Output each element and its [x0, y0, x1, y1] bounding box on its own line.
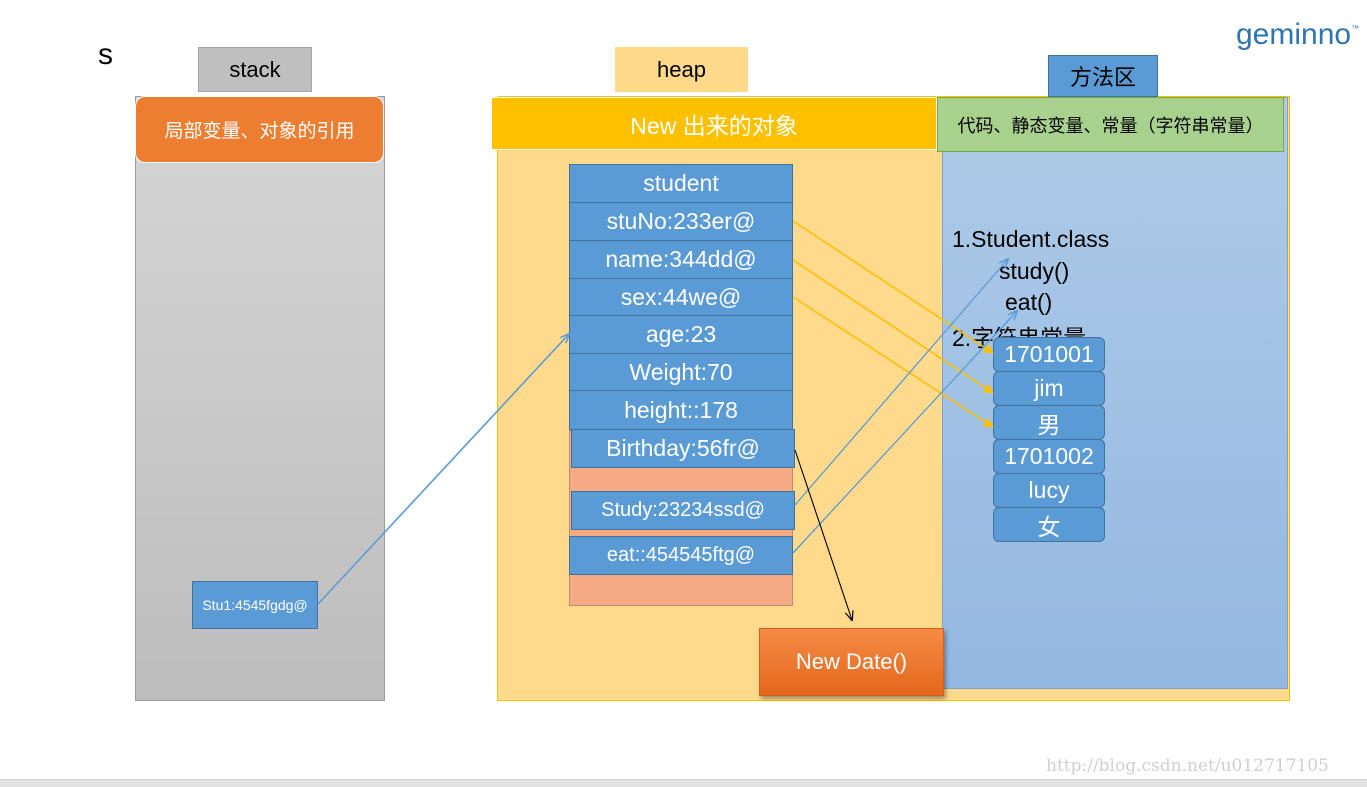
- field-name: name:344dd@: [569, 240, 793, 279]
- stack-title: 局部变量、对象的引用: [135, 96, 384, 163]
- stack-header: stack: [198, 47, 312, 92]
- watermark: http://blog.csdn.net/u012717105: [1046, 756, 1329, 776]
- geminno-logo: geminno™: [1236, 18, 1359, 52]
- constant-box: 1701001: [993, 337, 1105, 372]
- logo-text: geminno: [1236, 18, 1352, 51]
- constant-box: 男: [993, 405, 1105, 440]
- field-age: age:23: [569, 315, 793, 354]
- heap-title: New 出来的对象: [491, 97, 937, 150]
- method-eat-text: eat(): [1005, 289, 1053, 315]
- field-weight: Weight:70: [569, 353, 793, 391]
- new-date-box: New Date(): [759, 628, 944, 696]
- logo-trademark: ™: [1351, 24, 1360, 33]
- method-area-header: 方法区: [1048, 55, 1158, 97]
- field-stuno: stuNo:233er@: [569, 202, 793, 241]
- field-birthday: Birthday:56fr@: [571, 429, 795, 468]
- constant-box: 女: [993, 507, 1105, 542]
- constant-box: lucy: [993, 473, 1105, 508]
- constant-box: jim: [993, 371, 1105, 406]
- method-study-text: study(): [999, 258, 1070, 284]
- stack-reference-box: Stu1:4545fgdg@: [192, 581, 318, 629]
- constant-box: 1701002: [993, 439, 1105, 474]
- field-sex: sex:44we@: [569, 278, 793, 316]
- field-study: Study:23234ssd@: [571, 491, 795, 530]
- field-eat: eat::454545ftg@: [569, 536, 793, 575]
- bottom-bar: [0, 779, 1367, 787]
- method-area-title: 代码、静态变量、常量（字符串常量）: [937, 97, 1284, 152]
- corner-letter: s: [98, 38, 113, 71]
- heap-header: heap: [615, 47, 748, 92]
- field-height: height::178: [569, 390, 793, 430]
- field-student: student: [569, 164, 793, 203]
- class-name-text: 1.Student.class: [952, 226, 1110, 252]
